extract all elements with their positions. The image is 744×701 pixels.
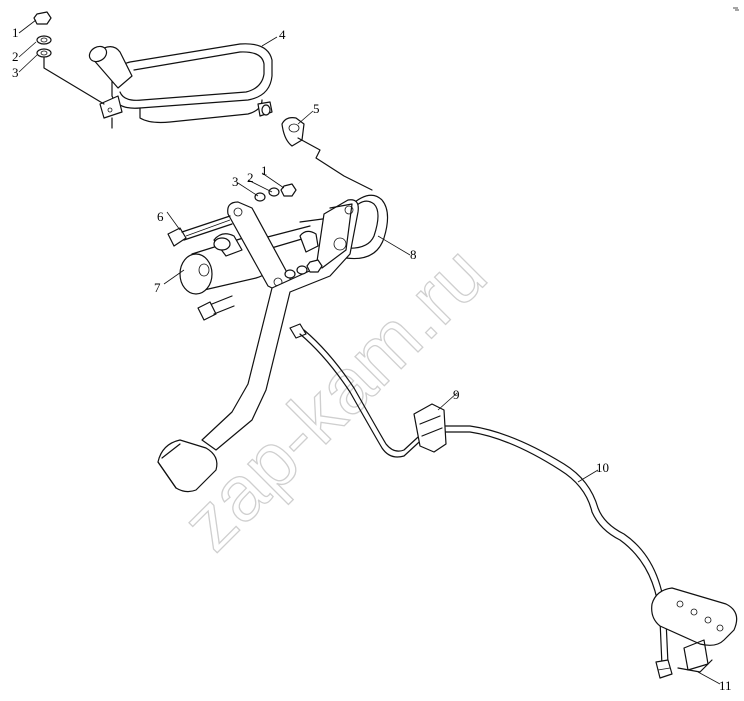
callout-6: 6 <box>157 209 164 224</box>
feed-hose <box>343 194 389 260</box>
fastener-stack-middle <box>254 183 323 279</box>
pipe-clip <box>413 403 447 453</box>
corner-mark <box>733 7 739 11</box>
bolt-upper <box>167 215 233 247</box>
callout-9: 9 <box>453 387 460 402</box>
callout-11: 11 <box>719 678 732 693</box>
clutch-fluid-reservoir <box>88 43 273 129</box>
callout-1-top: 1 <box>12 25 19 40</box>
hydraulic-pipe <box>289 323 673 679</box>
callout-5: 5 <box>313 101 320 116</box>
callout-10: 10 <box>596 460 609 475</box>
callout-4: 4 <box>279 27 286 42</box>
callout-3-middle: 3 <box>232 174 239 189</box>
leader-lines <box>18 19 721 685</box>
callout-8: 8 <box>410 247 417 262</box>
slave-cylinder <box>651 587 738 673</box>
callout-7: 7 <box>154 280 161 295</box>
callout-1-middle: 1 <box>261 163 268 178</box>
callout-2-top: 2 <box>12 49 19 64</box>
bolt-lower <box>197 295 235 321</box>
fastener-stack-top-left <box>33 11 105 105</box>
callout-3-top: 3 <box>12 65 19 80</box>
callout-2-middle: 2 <box>247 170 254 185</box>
hose-clamp <box>281 117 373 191</box>
